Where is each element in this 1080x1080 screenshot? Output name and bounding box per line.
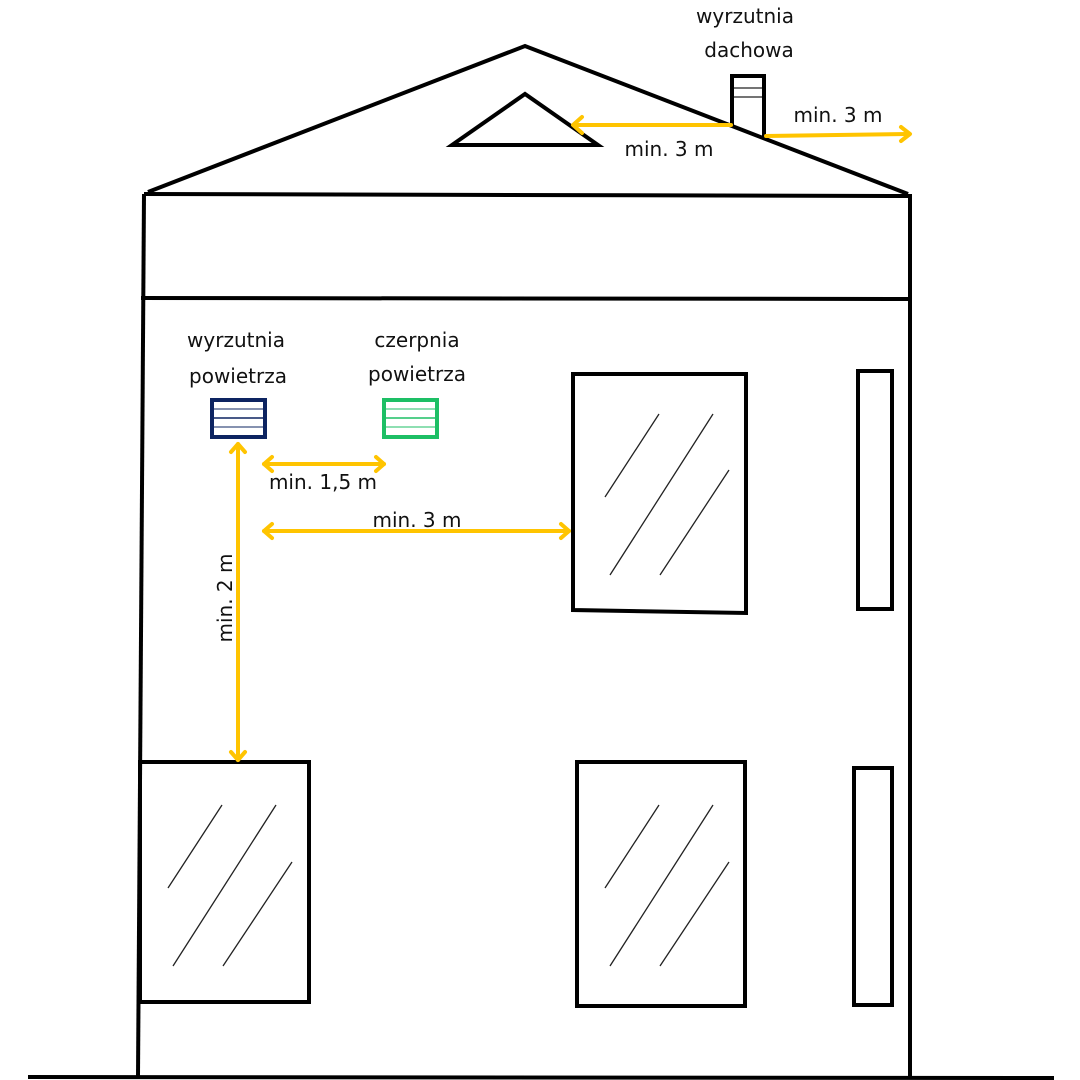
window-lower-right xyxy=(575,760,747,1008)
arrow-roof-right xyxy=(764,125,912,143)
arrow-exhaust-window xyxy=(262,522,571,540)
exhaust-label-line2: powietrza xyxy=(189,364,287,388)
narrow-window-lower xyxy=(852,766,894,1007)
roof-right-distance-label: min. 3 m xyxy=(794,103,883,127)
house xyxy=(27,43,1055,1080)
window-lower-left xyxy=(138,760,311,1004)
dimension-arrows xyxy=(229,115,912,762)
roof-vent xyxy=(730,74,766,137)
exhaust-intake-distance-label: min. 1,5 m xyxy=(269,470,377,494)
windows xyxy=(138,369,894,1008)
exhaust-label-line1: wyrzutnia xyxy=(187,328,285,352)
roof-left-distance-label: min. 3 m xyxy=(625,137,714,161)
arrow-exhaust-intake xyxy=(262,455,386,473)
eave-line xyxy=(143,192,913,198)
ground-line xyxy=(27,1075,1055,1080)
roof-vent-label-line1: wyrzutnia xyxy=(696,4,794,28)
arrow-exhaust-vertical xyxy=(229,442,247,762)
exhaust-window-distance-label: min. 3 m xyxy=(373,508,462,532)
roof-window xyxy=(445,91,605,147)
intake-label-line1: czerpnia xyxy=(374,328,459,352)
roof-vent-label-line2: dachowa xyxy=(704,38,793,62)
roof xyxy=(147,43,909,196)
exhaust-vent xyxy=(210,398,267,439)
intake-vent xyxy=(382,398,439,439)
intake-label-line2: powietrza xyxy=(368,362,466,386)
exhaust-vertical-distance-label: min. 2 m xyxy=(213,554,237,643)
window-upper-right xyxy=(571,372,748,616)
narrow-window-upper xyxy=(856,369,894,611)
floor-line xyxy=(140,296,913,301)
arrow-roof-left xyxy=(571,115,733,135)
